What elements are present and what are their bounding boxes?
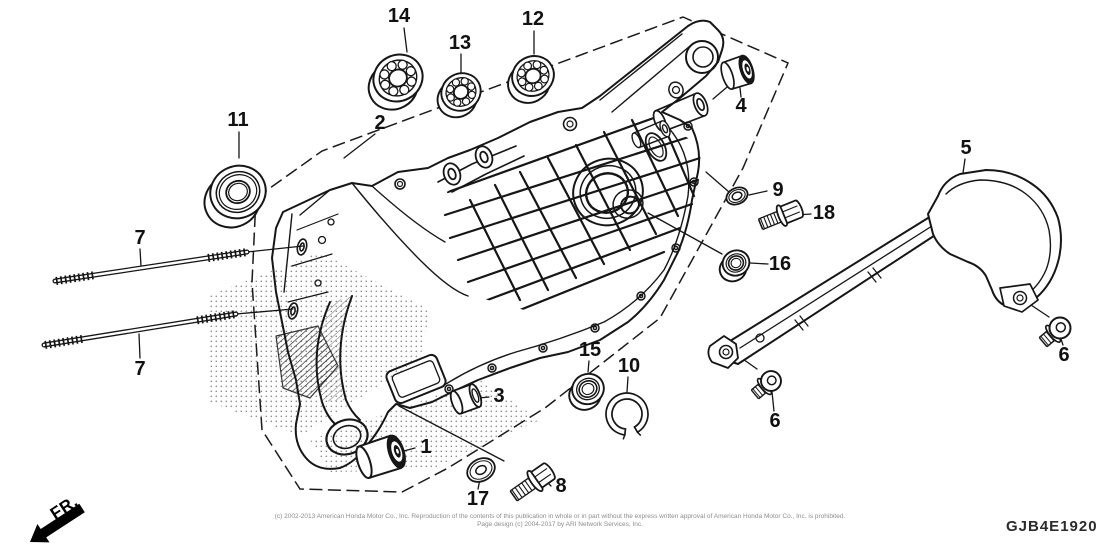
callout-4[interactable]: 4 — [735, 95, 747, 117]
callout-15[interactable]: 15 — [578, 339, 602, 361]
pivot-tube-small — [631, 120, 671, 149]
callout-2[interactable]: 2 — [374, 112, 386, 134]
callout-17[interactable]: 17 — [466, 488, 490, 510]
copyright-line-1: (c) 2002-2013 American Honda Motor Co., … — [274, 513, 846, 520]
flange-bolt-8 — [509, 462, 556, 502]
stay-bracket-5 — [707, 169, 1062, 369]
callout-18[interactable]: 18 — [812, 202, 836, 224]
washer-17 — [466, 457, 496, 483]
callout-3[interactable]: 3 — [493, 385, 505, 407]
callout-14[interactable]: 14 — [387, 5, 411, 27]
seal-16 — [718, 249, 751, 283]
callout-9[interactable]: 9 — [772, 179, 784, 201]
stud-bolt-7a — [52, 248, 250, 285]
callout-1[interactable]: 1 — [420, 436, 432, 458]
callout-8[interactable]: 8 — [555, 475, 567, 497]
case-rib-grid — [443, 110, 702, 320]
seal-15 — [568, 372, 605, 411]
callout-5[interactable]: 5 — [960, 137, 972, 159]
diagram-code: GJB4E1920 — [1006, 518, 1098, 535]
circlip-10 — [605, 392, 649, 440]
callout-7-bottom[interactable]: 7 — [134, 358, 146, 380]
copyright-footer: (c) 2002-2013 American Honda Motor Co., … — [0, 513, 1120, 529]
pivot-tube — [652, 92, 709, 133]
bearing-13 — [436, 72, 482, 119]
damper-rubber-1 — [355, 434, 406, 479]
callout-16[interactable]: 16 — [768, 253, 792, 275]
callout-13[interactable]: 13 — [448, 32, 472, 54]
front-arrow-icon — [30, 503, 85, 543]
callout-6-right[interactable]: 6 — [1058, 344, 1070, 366]
flange-bolt-holes — [444, 121, 699, 394]
crank-bore — [572, 157, 644, 227]
callout-7-top[interactable]: 7 — [134, 227, 146, 249]
socket-bolt-6-right — [1038, 316, 1072, 348]
callout-11[interactable]: 11 — [227, 109, 249, 131]
callout-10[interactable]: 10 — [617, 355, 641, 377]
stud-bolt-7b — [41, 310, 239, 349]
bearing-14 — [367, 53, 424, 111]
bearing-12 — [507, 55, 555, 104]
bushing-4 — [720, 54, 755, 91]
collar-3 — [449, 383, 483, 415]
callout-6-bottom[interactable]: 6 — [769, 410, 781, 432]
callout-12[interactable]: 12 — [521, 8, 545, 30]
top-lug-bosses — [442, 145, 494, 186]
flange-bolt-18 — [757, 199, 804, 231]
front-direction-indicator: FR. — [16, 492, 112, 556]
washer-9 — [725, 186, 749, 206]
copyright-line-2: Page design (c) 2004-2017 by ARI Network… — [477, 521, 643, 528]
oil-seal-11 — [203, 164, 267, 229]
socket-bolt-6-bottom — [750, 370, 782, 400]
dashed-assembly-outline — [251, 16, 789, 493]
